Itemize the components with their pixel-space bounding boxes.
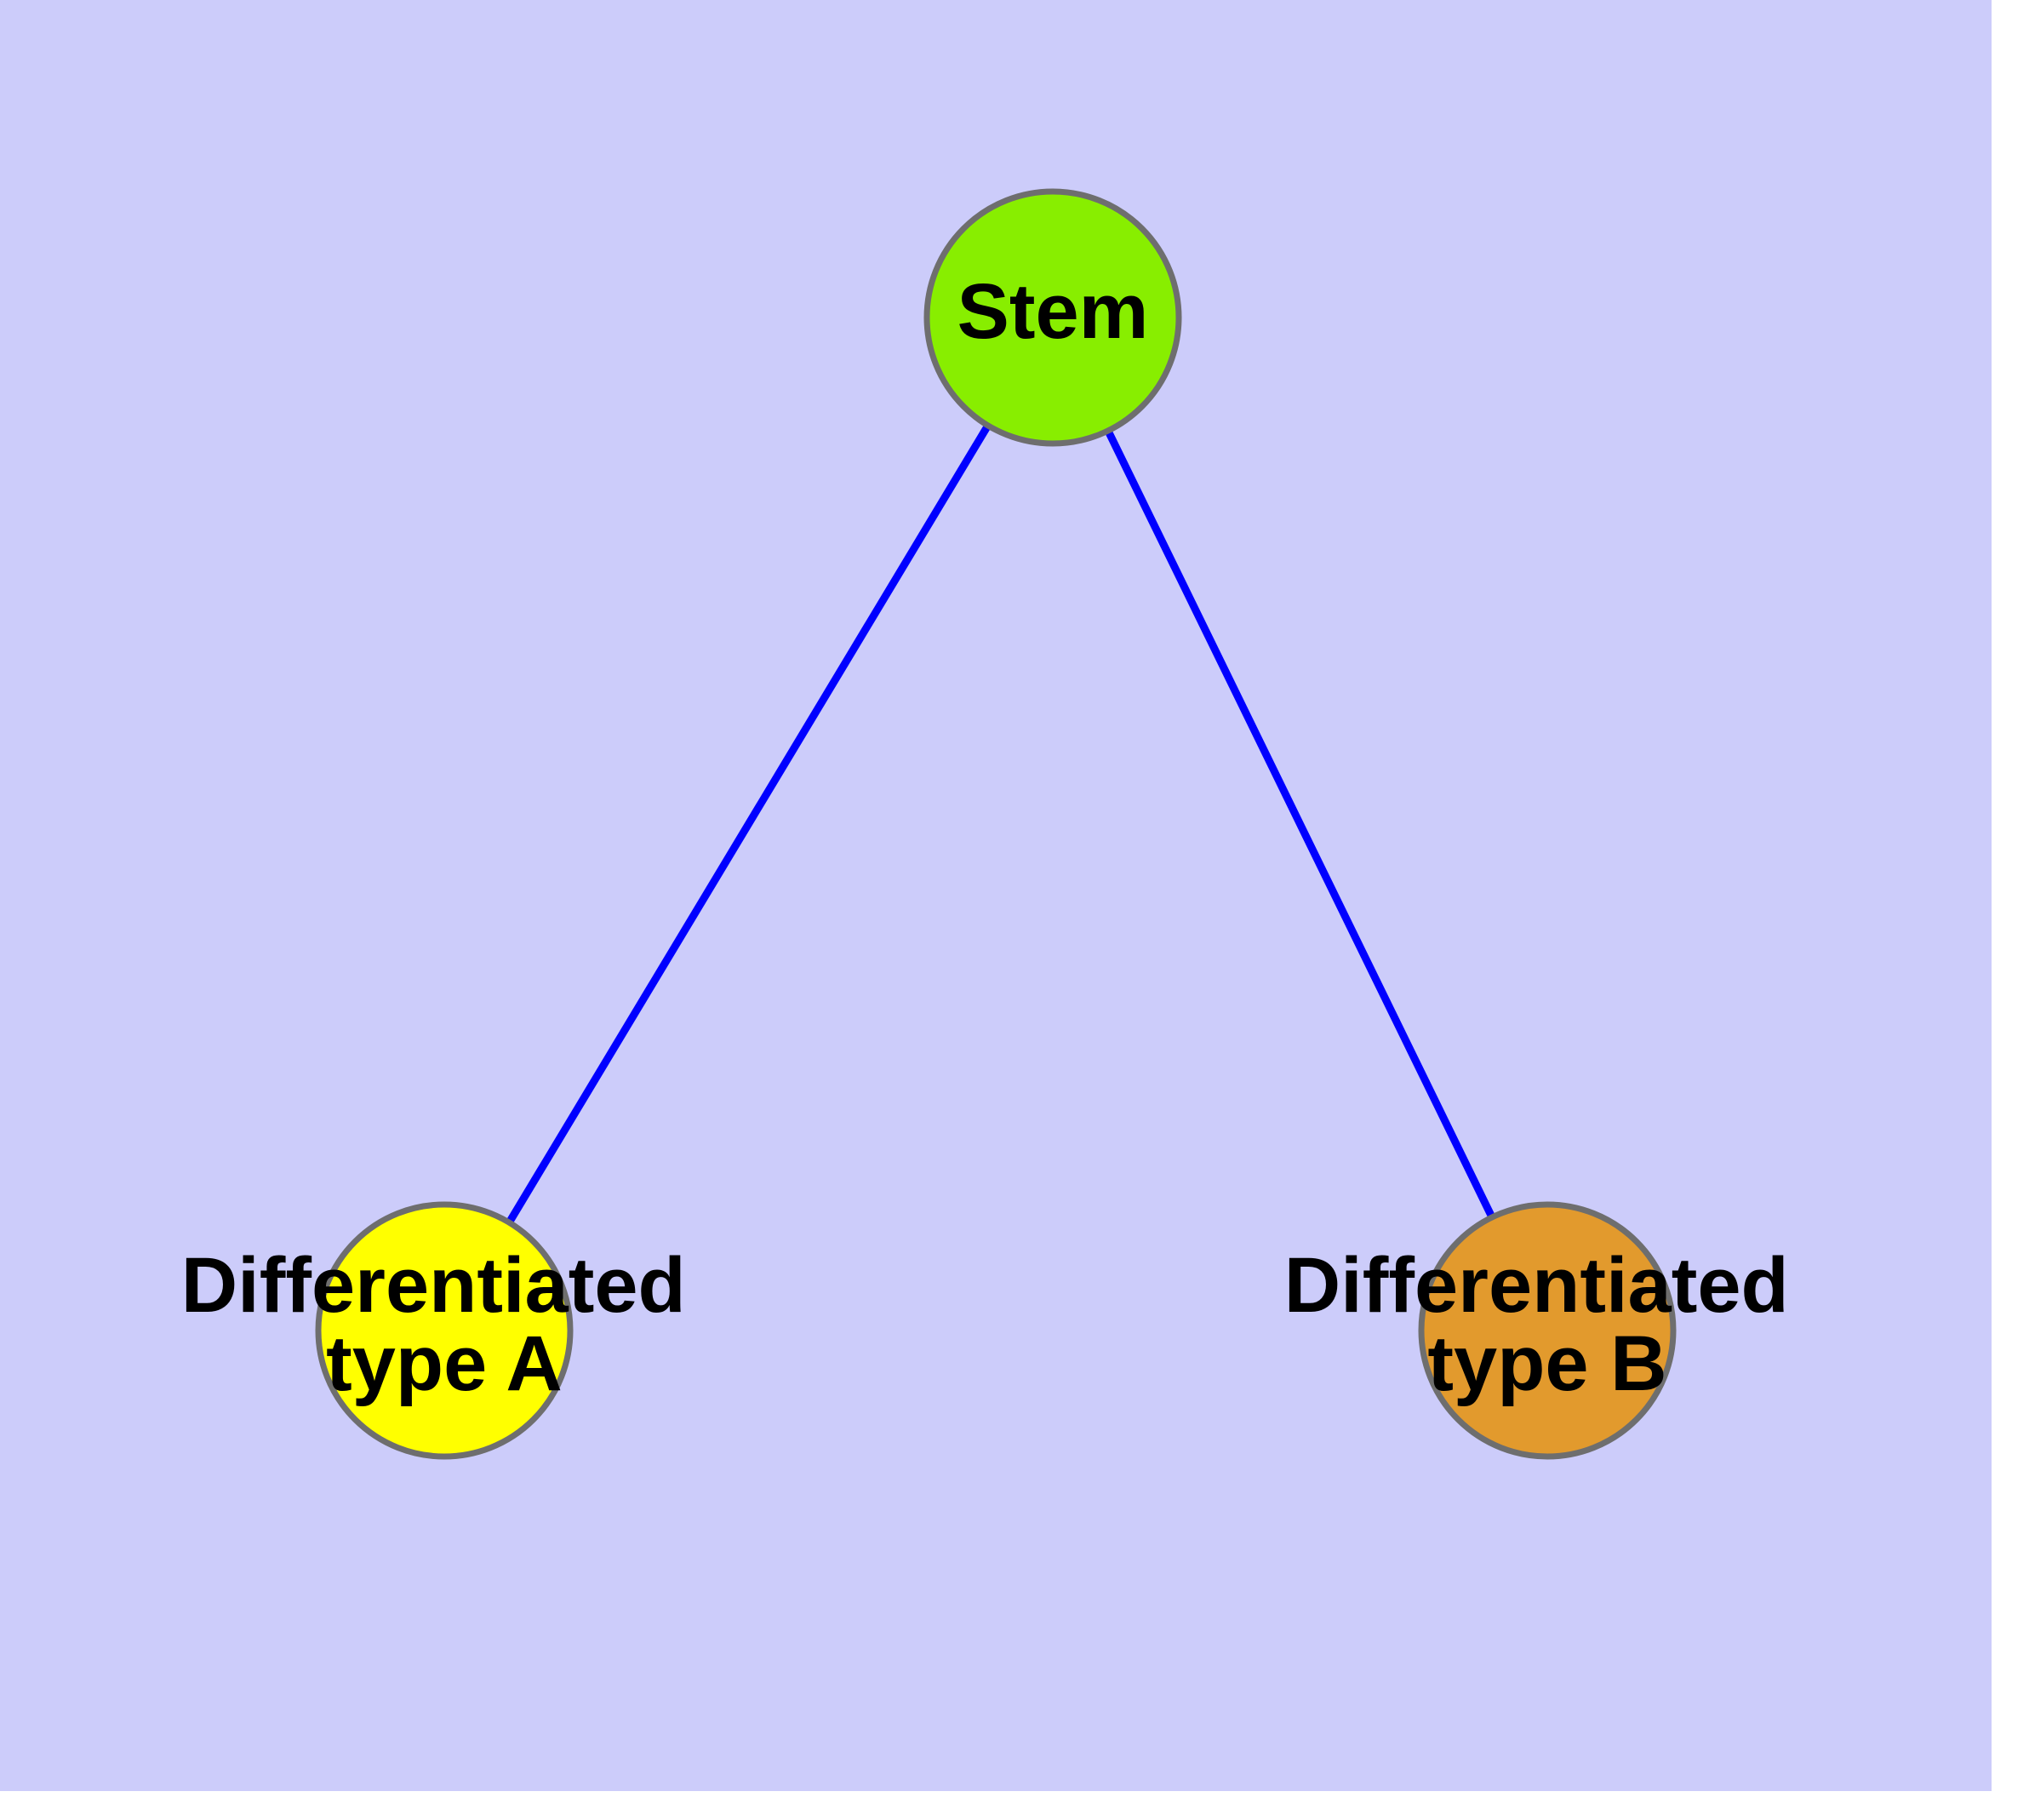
edge-stem-to-differentiated-b[interactable]: [1049, 316, 1552, 1332]
node-stem[interactable]: [923, 188, 1182, 447]
node-circle-differentiated-type-a[interactable]: [315, 1201, 574, 1460]
node-circle-differentiated-type-b[interactable]: [1418, 1201, 1677, 1460]
node-differentiated-type-a[interactable]: [315, 1201, 574, 1460]
node-label-differentiated-type-b: Differentiated type B: [1284, 1242, 1811, 1407]
node-differentiated-type-b[interactable]: [1418, 1201, 1677, 1460]
node-label-stem: Stem: [957, 268, 1149, 355]
edge-stem-to-differentiated-a[interactable]: [441, 315, 1056, 1333]
node-circle-stem[interactable]: [923, 188, 1182, 447]
labels-layer: Differentiated type A Differentiated typ…: [181, 268, 1811, 1407]
nodes-layer: [315, 188, 1677, 1460]
node-label-differentiated-type-a: Differentiated type A: [181, 1242, 708, 1407]
edges-layer: [441, 315, 1552, 1333]
